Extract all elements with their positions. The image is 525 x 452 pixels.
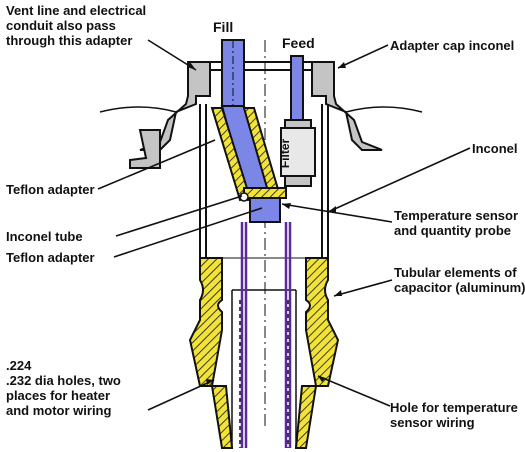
left-lug [129,129,161,169]
label-holes: .224 .232 dia holes, two places for heat… [6,358,121,418]
label-inconel-tube: Inconel tube [6,229,83,244]
leader-lines [97,39,471,411]
label-filter: Filter [278,138,293,169]
label-adapter-cap: Adapter cap inconel [390,38,515,53]
filter-body [280,119,316,187]
probe-wires [240,222,292,448]
label-temp-sensor: Temperature sensor and quantity probe [394,208,519,238]
label-vent-line: Vent line and electrical conduit also pa… [6,3,147,48]
cap-left-tip [99,106,177,113]
lower-barrel [188,257,340,449]
teflon-adapter [210,107,287,202]
leader-arrowheads [187,62,346,385]
label-hole-temp: Hole for temperature sensor wiring [390,400,518,430]
label-fill: Fill [213,19,234,35]
label-inconel: Inconel [472,141,518,156]
label-teflon-adapter-top: Teflon adapter [6,182,95,197]
cap-right-tip [345,106,423,113]
feed-tube [290,55,304,121]
outer-housing [199,104,329,259]
label-tubular-elements: Tubular elements of capacitor (aluminum) [394,265,525,295]
label-feed: Feed [282,35,315,51]
label-teflon-adapter-bottom: Teflon adapter [6,250,95,265]
